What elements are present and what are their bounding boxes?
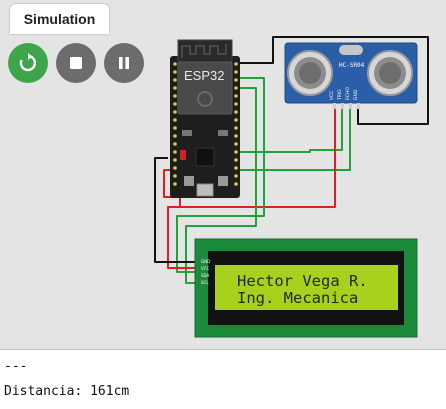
stop-button[interactable]: [56, 43, 96, 83]
lcd-pin-vcc: VCC: [201, 266, 210, 271]
serial-separator: ---: [4, 359, 28, 374]
wire-scl: [185, 87, 257, 284]
serial-output-line: Distancia: 161cm: [4, 384, 130, 399]
wire-sensor-gnd: [238, 36, 429, 125]
lcd-line-1: Hector Vega R.: [237, 272, 368, 290]
lcd-pin-sda: SDA: [201, 273, 210, 278]
wire-sensor-vcc: [180, 108, 336, 208]
wires: [154, 36, 429, 284]
esp32-board[interactable]: ESP32: [170, 39, 240, 198]
sensor-pin-vcc: VCC: [329, 91, 335, 100]
esp32-label: ESP32: [184, 68, 224, 83]
lcd-pin-gnd: GND: [201, 259, 210, 264]
stop-icon: [70, 57, 82, 69]
wire-lcd-vcc: [163, 169, 197, 269]
wire-trig: [238, 108, 343, 153]
simulation-canvas: ESP32 HC-SR04: [154, 36, 429, 338]
wire-echo: [238, 108, 351, 171]
serial-monitor[interactable]: --- Distancia: 161cm: [0, 349, 446, 409]
lcd-pin-scl: SCL: [201, 280, 209, 285]
pause-button[interactable]: [104, 43, 144, 83]
lcd-display[interactable]: Hector Vega R. Ing. Mecanica GND VCC SDA…: [194, 238, 418, 338]
sensor-pin-trig: TRIG: [337, 89, 343, 101]
wire-lcd-gnd: [154, 157, 197, 263]
pause-icon: [119, 57, 129, 69]
restart-icon: [19, 53, 37, 72]
sensor-pin-echo: ECHO: [345, 87, 351, 100]
wire-sda: [176, 77, 265, 273]
restart-button[interactable]: [8, 43, 48, 83]
sensor-label: HC-SR04: [339, 62, 365, 69]
tab-simulation[interactable]: Simulation: [10, 4, 109, 34]
lcd-line-2: Ing. Mecanica: [237, 289, 358, 307]
sensor-pin-gnd: GND: [353, 89, 359, 100]
hc-sr04-sensor[interactable]: HC-SR04 VCC TRIG ECHO GND: [284, 42, 418, 109]
